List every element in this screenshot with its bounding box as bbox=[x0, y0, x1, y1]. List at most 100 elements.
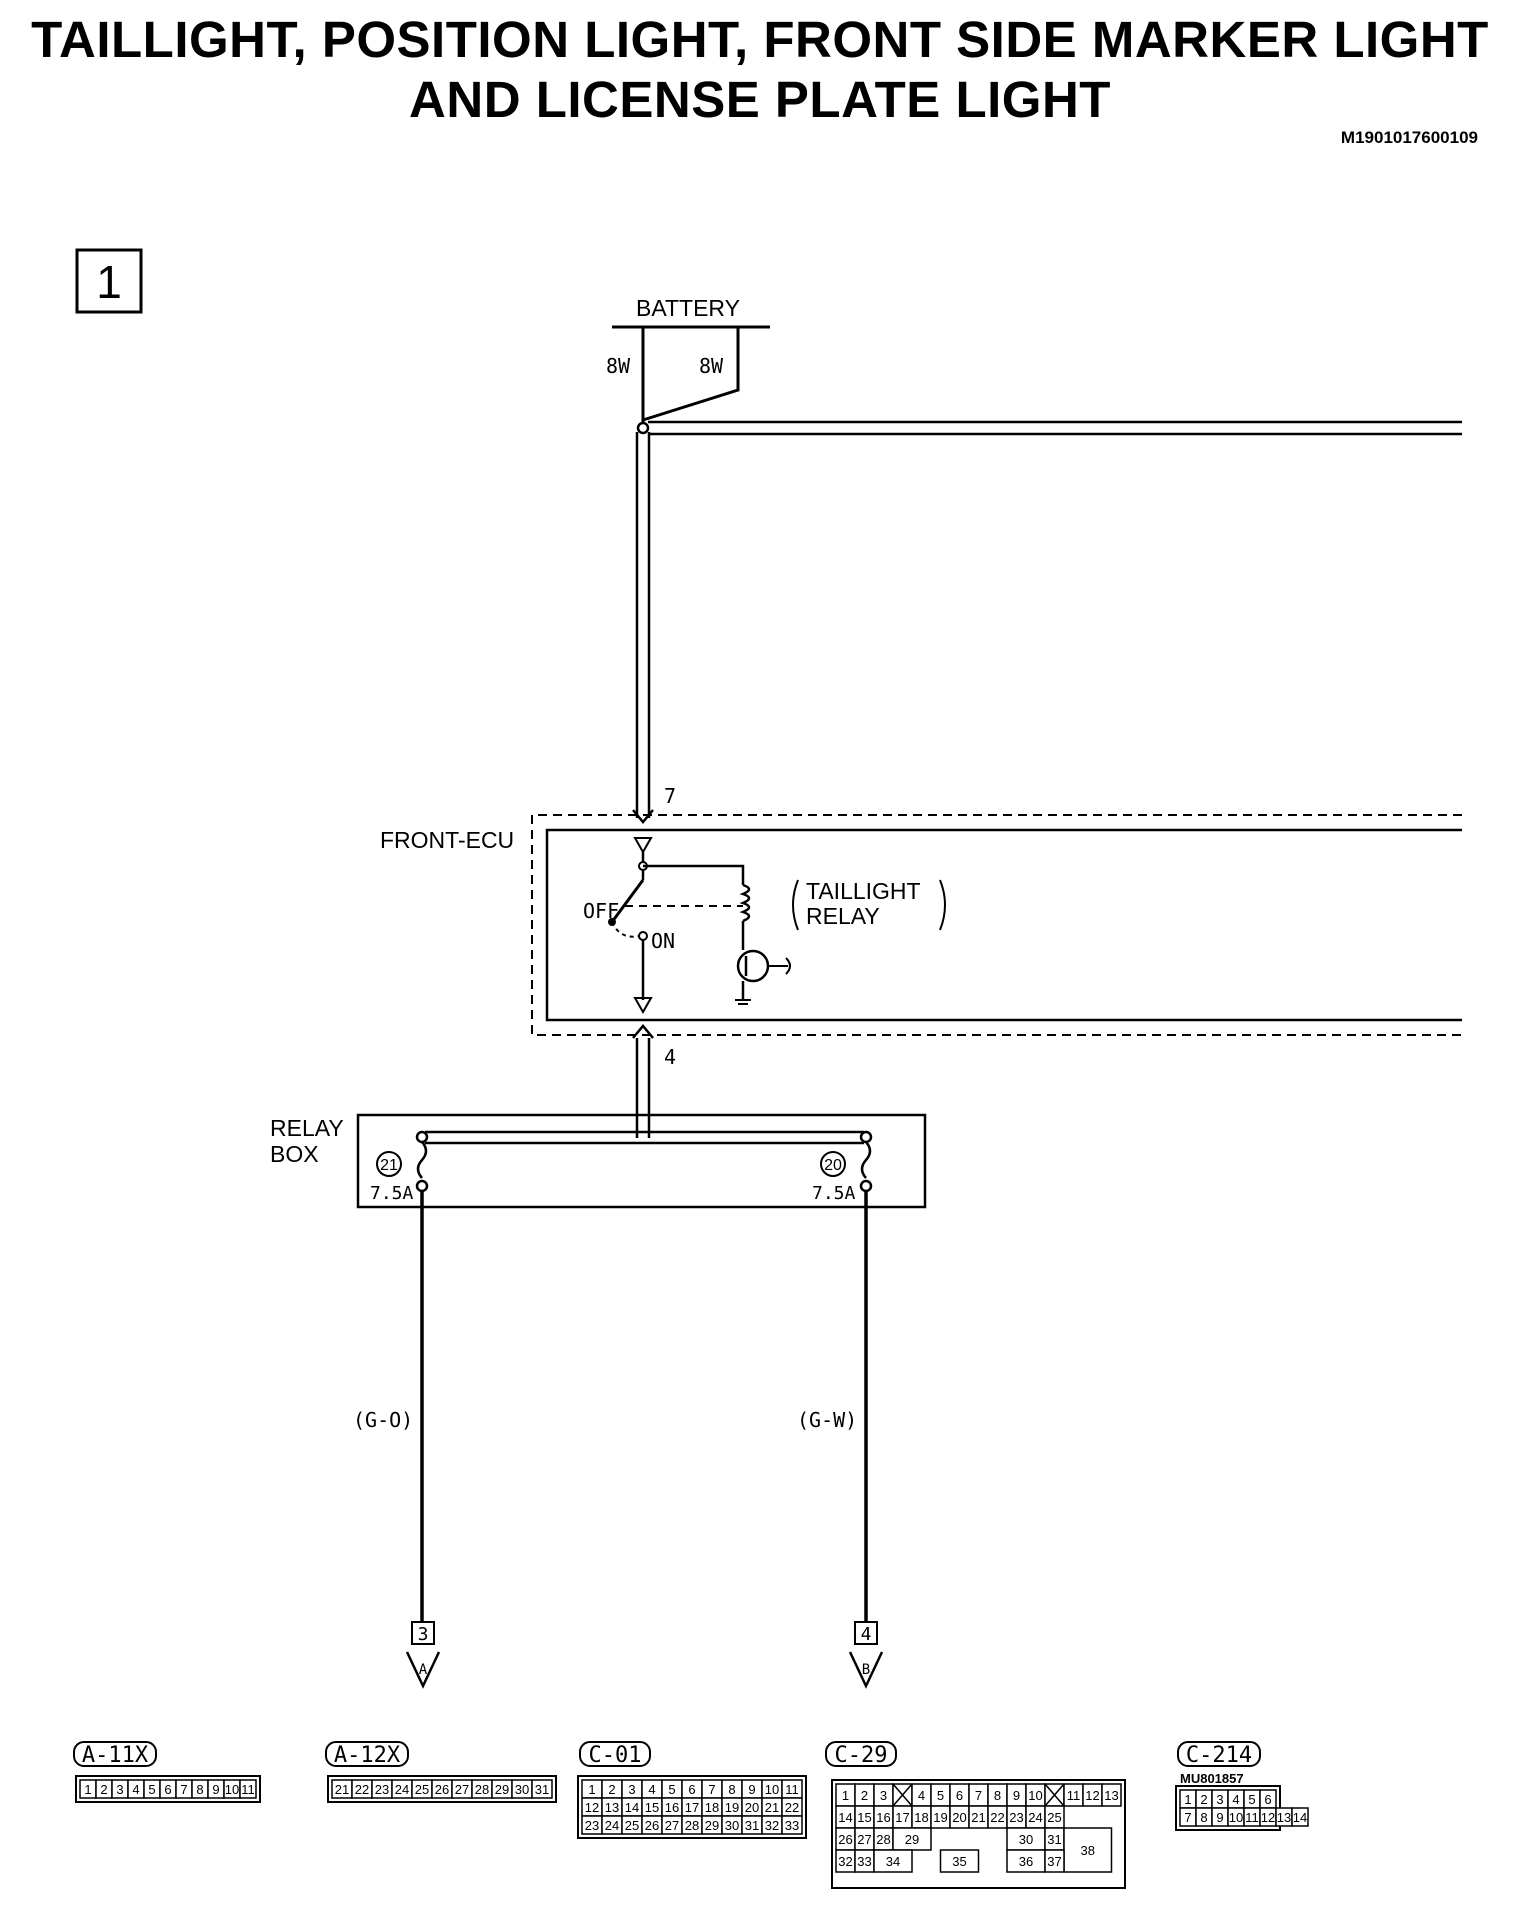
connector-c-214-pin: 9 bbox=[1211, 1807, 1229, 1827]
svg-text:3: 3 bbox=[628, 1782, 635, 1797]
connector-c-01-pin: 33 bbox=[781, 1815, 803, 1835]
svg-text:23: 23 bbox=[585, 1818, 599, 1833]
connector-c-29-pin: 28 bbox=[873, 1827, 894, 1851]
connector-c-01-pin: 21 bbox=[761, 1797, 783, 1817]
svg-text:5: 5 bbox=[668, 1782, 675, 1797]
svg-text:21: 21 bbox=[765, 1800, 779, 1815]
svg-text:10: 10 bbox=[765, 1782, 779, 1797]
connector-c-29-pin: 23 bbox=[1006, 1805, 1027, 1829]
svg-text:6: 6 bbox=[164, 1782, 171, 1797]
wire-left-color: (G-O) bbox=[353, 1408, 413, 1432]
svg-text:13: 13 bbox=[1104, 1788, 1118, 1803]
svg-text:2: 2 bbox=[861, 1788, 868, 1803]
svg-text:24: 24 bbox=[395, 1782, 409, 1797]
connector-c-29-pin: 10 bbox=[1025, 1783, 1046, 1807]
fuse-20-bottom-contact bbox=[859, 1179, 873, 1193]
svg-text:24: 24 bbox=[605, 1818, 619, 1833]
svg-text:6: 6 bbox=[1264, 1792, 1271, 1807]
svg-text:21: 21 bbox=[335, 1782, 349, 1797]
relay-box-label-2: BOX bbox=[270, 1141, 319, 1167]
svg-text:20: 20 bbox=[952, 1810, 966, 1825]
fuse-21-top-contact bbox=[415, 1130, 429, 1144]
connector-c-29-pin: 25 bbox=[1044, 1805, 1065, 1829]
connector-c-01-pin: 7 bbox=[701, 1779, 723, 1799]
connector-a-11x-pin: 8 bbox=[191, 1779, 209, 1799]
connector-c-214-pin: 7 bbox=[1179, 1807, 1197, 1827]
connector-c-214-pin: 6 bbox=[1259, 1789, 1277, 1809]
page-title-line-1: TAILLIGHT, POSITION LIGHT, FRONT SIDE MA… bbox=[31, 11, 1489, 68]
connector-c-29-pin: 20 bbox=[949, 1805, 970, 1829]
switch-on-label: ON bbox=[651, 929, 675, 953]
svg-text:30: 30 bbox=[515, 1782, 529, 1797]
wire-right-color: (G-W) bbox=[797, 1408, 857, 1432]
svg-text:33: 33 bbox=[785, 1818, 799, 1833]
svg-text:7: 7 bbox=[180, 1782, 187, 1797]
svg-text:20: 20 bbox=[745, 1800, 759, 1815]
svg-text:1: 1 bbox=[842, 1788, 849, 1803]
connector-a-12x-pin: 31 bbox=[531, 1779, 553, 1799]
connector-c-29-name: C-29 bbox=[825, 1741, 897, 1768]
transistor-icon bbox=[736, 949, 770, 983]
svg-text:C-29: C-29 bbox=[835, 1743, 888, 1768]
svg-text:11: 11 bbox=[241, 1782, 255, 1797]
svg-text:4: 4 bbox=[918, 1788, 925, 1803]
svg-text:31: 31 bbox=[745, 1818, 759, 1833]
svg-text:36: 36 bbox=[1019, 1854, 1033, 1869]
svg-text:3: 3 bbox=[116, 1782, 123, 1797]
connector-c-29-pin: 11 bbox=[1063, 1783, 1084, 1807]
connector-c-29-pin: 1 bbox=[835, 1783, 856, 1807]
svg-text:25: 25 bbox=[625, 1818, 639, 1833]
connector-c-214-pin: 14 bbox=[1291, 1807, 1309, 1827]
svg-text:31: 31 bbox=[1047, 1832, 1061, 1847]
svg-text:37: 37 bbox=[1047, 1854, 1061, 1869]
connector-c-01-pin: 24 bbox=[601, 1815, 623, 1835]
front-ecu-dashed-outline bbox=[531, 814, 1462, 1036]
svg-text:30: 30 bbox=[725, 1818, 739, 1833]
connector-c-01-pin: 31 bbox=[741, 1815, 763, 1835]
svg-text:12: 12 bbox=[1085, 1788, 1099, 1803]
switch-input-arrow bbox=[633, 837, 653, 855]
battery-label: BATTERY bbox=[636, 295, 740, 321]
svg-text:10: 10 bbox=[225, 1782, 239, 1797]
connector-c-01-pin: 28 bbox=[681, 1815, 703, 1835]
page-title-line-2: AND LICENSE PLATE LIGHT bbox=[409, 71, 1111, 128]
connector-c-01-pin: 27 bbox=[661, 1815, 683, 1835]
connector-a-12x-pin: 29 bbox=[491, 1779, 513, 1799]
connector-c-214-pin: 1 bbox=[1179, 1789, 1197, 1809]
svg-text:C-01: C-01 bbox=[589, 1743, 642, 1768]
svg-text:11: 11 bbox=[1245, 1810, 1259, 1825]
svg-text:29: 29 bbox=[495, 1782, 509, 1797]
connection-4-box bbox=[854, 1621, 878, 1645]
connector-c-29-pin: 35 bbox=[939, 1849, 980, 1873]
svg-text:7: 7 bbox=[708, 1782, 715, 1797]
connector-c-01-pin: 14 bbox=[621, 1797, 643, 1817]
connector-c-01-pin: 10 bbox=[761, 1779, 783, 1799]
connector-a-12x-pin: 23 bbox=[371, 1779, 393, 1799]
connector-c-29-pin: 29 bbox=[892, 1827, 932, 1851]
connector-c-29-pin: 27 bbox=[854, 1827, 875, 1851]
connection-3-number: 3 bbox=[418, 1624, 429, 1645]
relay-box-label-1: RELAY bbox=[270, 1115, 344, 1141]
connector-c-214-pin: 10 bbox=[1227, 1807, 1245, 1827]
connector-c-214-pin: 11 bbox=[1243, 1807, 1261, 1827]
pin-4-connector-mark bbox=[632, 1024, 654, 1039]
switch-on-contact bbox=[638, 931, 648, 941]
connection-4-arrow bbox=[848, 1651, 884, 1689]
connector-a-12x-pin: 28 bbox=[471, 1779, 493, 1799]
svg-text:32: 32 bbox=[838, 1854, 852, 1869]
svg-text:7: 7 bbox=[1184, 1810, 1191, 1825]
connector-c-29-pin: 26 bbox=[835, 1827, 856, 1851]
connector-c-214-pin: 8 bbox=[1195, 1807, 1213, 1827]
svg-text:4: 4 bbox=[132, 1782, 139, 1797]
connector-c-214-pin: 5 bbox=[1243, 1789, 1261, 1809]
connector-c-214-pin: 3 bbox=[1211, 1789, 1229, 1809]
front-ecu-pin-4: 4 bbox=[664, 1045, 676, 1069]
svg-text:3: 3 bbox=[880, 1788, 887, 1803]
svg-text:25: 25 bbox=[1047, 1810, 1061, 1825]
connection-3-box bbox=[411, 1621, 435, 1645]
switch-blade bbox=[610, 879, 645, 923]
connector-c-01-pin: 18 bbox=[701, 1797, 723, 1817]
svg-text:12: 12 bbox=[1261, 1810, 1275, 1825]
svg-text:6: 6 bbox=[688, 1782, 695, 1797]
